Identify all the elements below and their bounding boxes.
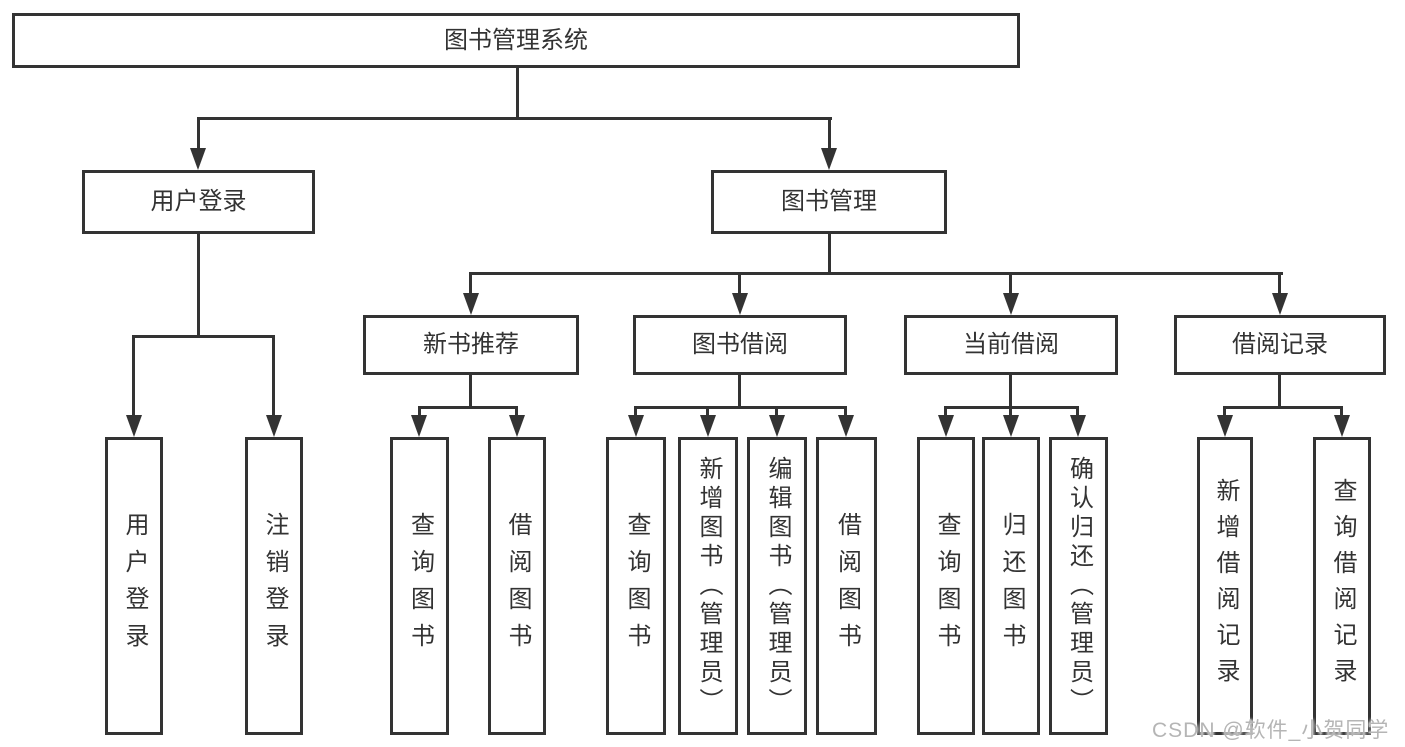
connector-vline	[515, 409, 518, 417]
connector-vline	[944, 409, 947, 417]
node-book-management-label: 图书管理	[781, 188, 877, 215]
leaf-query-borrow-record-label: 查询借阅记录	[1329, 478, 1356, 694]
arrowhead-down-icon	[838, 415, 854, 437]
leaf-confirm-return-admin-label: 确认归还（管理员）	[1065, 455, 1093, 717]
leaf-user-login-label: 用户登录	[121, 512, 148, 660]
connector-vline	[775, 409, 778, 417]
leaf-add-books-admin-label: 新增图书（管理员）	[695, 455, 722, 717]
connector-vline	[828, 234, 831, 272]
connector-vline	[272, 338, 275, 415]
arrowhead-down-icon	[1003, 415, 1019, 437]
node-new-book-recommend: 新书推荐	[363, 315, 579, 375]
arrowhead-down-icon	[463, 293, 479, 315]
node-current-borrowing-label: 当前借阅	[963, 331, 1059, 358]
connector-vline	[1223, 409, 1226, 417]
connector-hline	[634, 406, 847, 409]
arrowhead-down-icon	[700, 415, 716, 437]
node-library-system-label: 图书管理系统	[444, 26, 588, 54]
connector-vline	[132, 338, 135, 415]
connector-hline	[418, 406, 518, 409]
arrowhead-down-icon	[190, 148, 206, 170]
leaf-user-login: 用户登录	[105, 437, 163, 735]
node-library-system: 图书管理系统	[12, 13, 1020, 68]
arrowhead-down-icon	[126, 415, 142, 437]
node-book-borrowing-label: 图书借阅	[692, 331, 788, 358]
leaf-add-borrow-record: 新增借阅记录	[1197, 437, 1253, 735]
connector-vline	[634, 409, 637, 417]
connector-hline	[944, 406, 1079, 409]
connector-hline	[197, 117, 832, 120]
node-book-management: 图书管理	[711, 170, 947, 234]
connector-hline	[132, 335, 275, 338]
leaf-return-books-label: 归还图书	[998, 512, 1025, 660]
connector-vline	[197, 234, 200, 335]
leaf-query-books-3-label: 查询图书	[933, 512, 960, 660]
connector-vline	[1009, 409, 1012, 417]
connector-hline	[469, 272, 1283, 275]
leaf-query-books-1-label: 查询图书	[406, 512, 434, 660]
connector-vline	[706, 409, 709, 417]
connector-vline	[516, 68, 519, 117]
arrowhead-down-icon	[821, 148, 837, 170]
node-borrowing-records: 借阅记录	[1174, 315, 1386, 375]
arrowhead-down-icon	[509, 415, 525, 437]
connector-vline	[197, 120, 200, 150]
node-new-book-recommend-label: 新书推荐	[423, 331, 519, 358]
connector-vline	[844, 409, 847, 417]
arrowhead-down-icon	[1217, 415, 1233, 437]
connector-vline	[1009, 275, 1012, 295]
arrowhead-down-icon	[411, 415, 427, 437]
connector-vline	[1076, 409, 1079, 417]
leaf-borrow-books-2: 借阅图书	[816, 437, 877, 735]
leaf-query-books-2: 查询图书	[606, 437, 666, 735]
connector-vline	[1340, 409, 1343, 417]
leaf-borrow-books-1: 借阅图书	[488, 437, 546, 735]
leaf-edit-books-admin: 编辑图书（管理员）	[747, 437, 807, 735]
arrowhead-down-icon	[266, 415, 282, 437]
arrowhead-down-icon	[769, 415, 785, 437]
node-user-login-label: 用户登录	[150, 188, 247, 215]
leaf-return-books: 归还图书	[982, 437, 1040, 735]
arrowhead-down-icon	[628, 415, 644, 437]
connector-vline	[469, 275, 472, 295]
connector-hline	[1223, 406, 1343, 409]
leaf-query-books-1: 查询图书	[390, 437, 449, 735]
leaf-add-books-admin: 新增图书（管理员）	[678, 437, 738, 735]
leaf-borrow-books-2-label: 借阅图书	[833, 512, 861, 660]
connector-vline	[1278, 275, 1281, 295]
connector-vline	[1278, 375, 1281, 406]
arrowhead-down-icon	[1272, 293, 1288, 315]
leaf-edit-books-admin-label: 编辑图书（管理员）	[764, 455, 791, 717]
leaf-logout-login: 注销登录	[245, 437, 303, 735]
connector-vline	[469, 375, 472, 406]
connector-vline	[738, 275, 741, 295]
leaf-borrow-books-1-label: 借阅图书	[504, 512, 531, 660]
leaf-query-borrow-record: 查询借阅记录	[1313, 437, 1371, 735]
connector-vline	[738, 375, 741, 406]
leaf-add-borrow-record-label: 新增借阅记录	[1212, 478, 1239, 694]
arrowhead-down-icon	[1003, 293, 1019, 315]
connector-vline	[1009, 375, 1012, 406]
leaf-query-books-3: 查询图书	[917, 437, 975, 735]
connector-vline	[418, 409, 421, 417]
leaf-confirm-return-admin: 确认归还（管理员）	[1049, 437, 1108, 735]
arrowhead-down-icon	[1070, 415, 1086, 437]
leaf-query-books-2-label: 查询图书	[623, 512, 650, 660]
leaf-logout-login-label: 注销登录	[261, 512, 288, 660]
node-borrowing-records-label: 借阅记录	[1232, 331, 1328, 358]
node-book-borrowing: 图书借阅	[633, 315, 847, 375]
connector-vline	[828, 120, 831, 150]
arrowhead-down-icon	[732, 293, 748, 315]
arrowhead-down-icon	[938, 415, 954, 437]
watermark: CSDN @软件_小贺同学	[1152, 719, 1390, 742]
arrowhead-down-icon	[1334, 415, 1350, 437]
node-current-borrowing: 当前借阅	[904, 315, 1118, 375]
node-user-login: 用户登录	[82, 170, 315, 234]
